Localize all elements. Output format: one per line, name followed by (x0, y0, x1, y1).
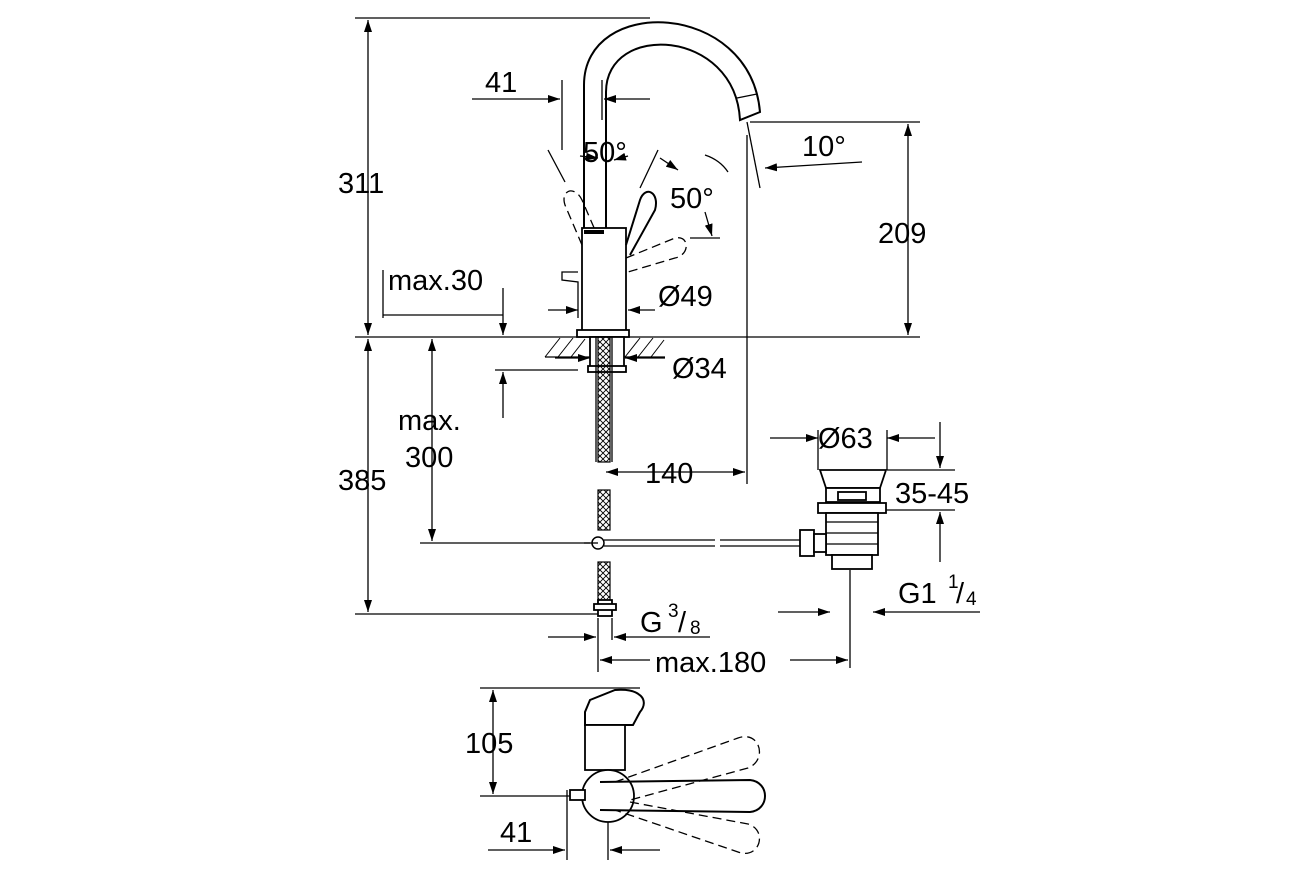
dim-max300-label-line2: 300 (405, 442, 453, 474)
dim-g1-denominator: 4 (966, 589, 977, 610)
dim-140-label: 140 (645, 458, 693, 490)
dim-209-label: 209 (878, 218, 926, 250)
dim-10deg-label: 10° (802, 131, 846, 163)
reference-lines (355, 17, 920, 615)
dim-max30-label: max.30 (388, 265, 483, 297)
faucet-side-view (544, 21, 800, 617)
dim-35-45-label: 35-45 (895, 478, 969, 510)
dim-g1-main: G1 (898, 578, 937, 610)
dim-41-top-label: 41 (485, 67, 517, 99)
dim-311-label: 311 (338, 168, 384, 200)
dim-g38-main: G (640, 607, 663, 639)
counter-section (544, 337, 665, 358)
dim-max300-label-line1: max. (398, 405, 461, 437)
dimension-lines (364, 20, 980, 860)
dim-105-label: 105 (465, 728, 513, 760)
spout (583, 21, 762, 230)
dim-angle-right-label: 50° (670, 183, 714, 215)
lever (625, 190, 657, 256)
dim-diameter-34-label: Ø34 (672, 353, 727, 385)
dim-385-label: 385 (338, 465, 386, 497)
dim-g38-numerator: 3 (668, 601, 679, 622)
dim-g1-numerator: 1 (948, 572, 959, 593)
dim-diameter-49-label: Ø49 (658, 281, 713, 313)
dim-angle-left-label: 50° (583, 137, 627, 169)
dim-g1-slash: / (956, 578, 965, 610)
faucet-top-view (569, 688, 766, 854)
dim-diameter-63-label: Ø63 (818, 423, 873, 455)
dim-max180-label: max.180 (655, 647, 766, 679)
dim-g38-slash: / (678, 607, 687, 639)
waste-assembly (799, 469, 888, 570)
dim-g38-denominator: 8 (690, 618, 701, 639)
faucet-body (581, 227, 627, 332)
dimension-labels: 311 209 385 max.30 max. 300 41 50° 50° 1… (338, 67, 977, 849)
dim-41-bottom-label: 41 (500, 817, 532, 849)
